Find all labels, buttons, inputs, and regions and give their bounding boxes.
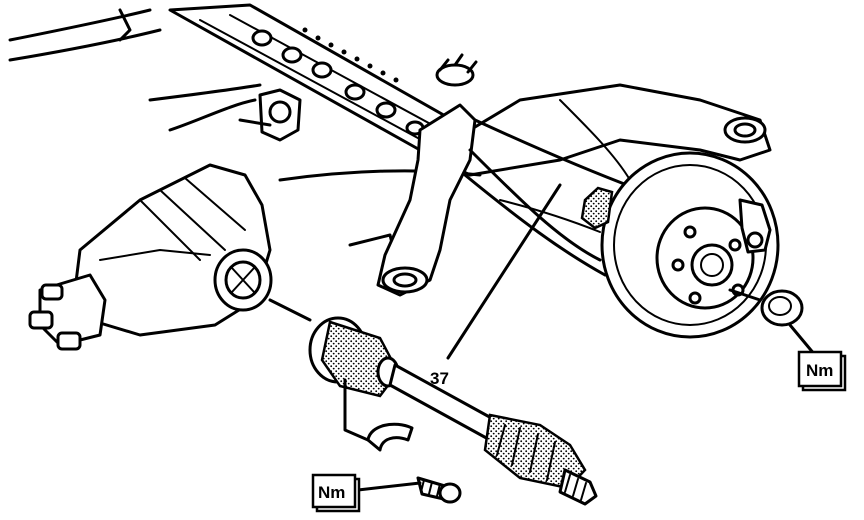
outer-cv-joint (483, 413, 598, 506)
subframe (8, 3, 772, 257)
torque-label-bolt: Nm (318, 483, 345, 502)
trailing-arm (376, 53, 642, 297)
subframe-holes (251, 27, 425, 136)
differential-output-flange (213, 248, 273, 312)
callout-37-leader (446, 183, 562, 360)
retaining-ring (343, 378, 414, 452)
rear-differential (28, 163, 312, 351)
wheel-hub-assembly (580, 151, 780, 339)
spring-seat (435, 53, 478, 87)
driveshaft-37 (308, 316, 598, 506)
inner-cv-joint (308, 316, 400, 398)
torque-label-wheel: Nm (806, 361, 833, 380)
mounting-bolt (416, 476, 462, 504)
torque-callout-wheel: Nm (797, 350, 847, 392)
differential-input-flange (28, 273, 107, 351)
torque-callout-bolt: Nm (311, 473, 422, 513)
axle-collar-nut (728, 288, 817, 357)
callout-37-label: 37 (430, 369, 449, 388)
